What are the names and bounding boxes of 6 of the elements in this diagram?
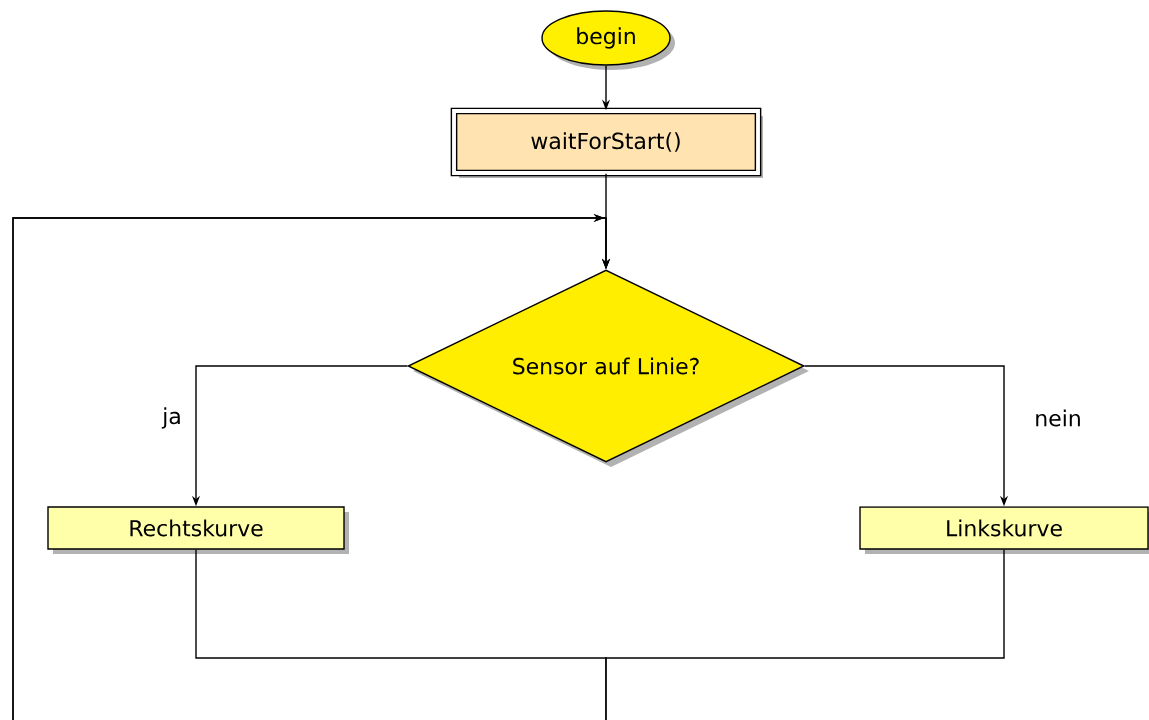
arrow xyxy=(12,213,1005,720)
process-box: Rechtskurve xyxy=(47,506,349,554)
process-box: waitForStart() xyxy=(450,107,763,178)
edge-label: nein xyxy=(1032,407,1084,429)
process-box: Linkskurve xyxy=(859,506,1149,554)
edge-label: ja xyxy=(160,405,184,431)
